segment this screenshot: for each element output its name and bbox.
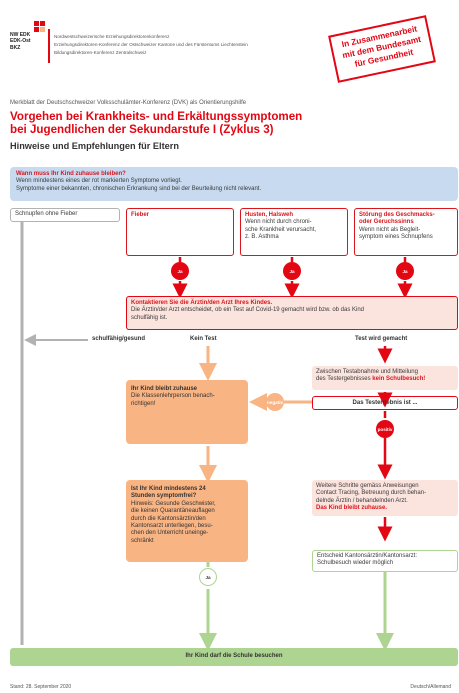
positive-circle: positiv <box>376 420 394 438</box>
symptom-free-box: Ist Ihr Kind mindestens 24 Stunden sympt… <box>126 480 248 562</box>
result-box: Das Testergebnis ist ... <box>312 396 458 410</box>
org-line-3: Bildungsdirektoren-Konferenz Zentralschw… <box>54 50 147 55</box>
header-divider <box>48 29 50 63</box>
yes-circle-smell: Ja <box>396 262 414 280</box>
symptom-free-title-2: Stunden symptomfrei? <box>131 493 197 500</box>
yes-circle-symptom-free: Ja <box>199 568 217 586</box>
waiting-line-2: des Testergebnisses kein Schulbesuch! <box>316 376 454 383</box>
symptom-free-text-5: chen den Unterricht uneinge- <box>131 530 209 537</box>
symptom-smell-text-2: symptom eines Schnupfens <box>359 234 433 241</box>
negative-circle: negativ <box>266 393 284 411</box>
title-line-1: Vorgehen bei Krankheits- und Erkältungss… <box>10 110 303 123</box>
footer-date: Stand: 28. September 2020 <box>10 684 72 690</box>
waiting-line-1: Zwischen Testabnahme und Mitteilung <box>316 369 418 375</box>
symptom-cold-label: Schnupfen ohne Fieber <box>15 211 78 217</box>
symptom-cough-text-2: sche Krankheit verursacht, <box>245 226 317 233</box>
logo-line-2: EDK-Ost <box>10 38 31 45</box>
waiting-line-2-text: des Testergebnisses <box>316 376 373 383</box>
stay-home-box: Ihr Kind bleibt zuhause Die Klassenlehrp… <box>126 380 248 444</box>
symptom-cough-title: Husten, Halsweh <box>245 212 294 218</box>
contact-text-2: schulfähig ist. <box>131 314 168 321</box>
contact-title: Kontaktieren Sie die Ärztin/den Arzt Ihr… <box>131 300 273 306</box>
footer-language: Deutsch/Allemand <box>410 684 451 690</box>
school-return-bar: Ihr Kind darf die Schule besuchen <box>10 648 458 666</box>
info-box: Wann muss Ihr Kind zuhause bleiben? Wenn… <box>10 167 458 201</box>
page-title: Vorgehen bei Krankheits- und Erkältungss… <box>10 110 450 136</box>
symptom-cough-text-1: Wenn nicht durch chroni- <box>245 219 312 226</box>
yes-circle-fever: Ja <box>171 262 189 280</box>
contact-doctor-box: Kontaktieren Sie die Ärztin/den Arzt Ihr… <box>126 296 458 330</box>
waiting-box: Zwischen Testabnahme und Mitteilung des … <box>312 366 458 390</box>
branch-no-test-label: Kein Test <box>190 336 217 342</box>
info-question: Wann muss Ihr Kind zuhause bleiben? <box>16 171 126 177</box>
symptom-smell-title-2: oder Geruchssinns <box>359 219 414 226</box>
intro-text: Merkblatt der Deutschschweizer Volksschu… <box>10 100 247 106</box>
branch-fit-label: schulfähig/gesund <box>92 336 146 342</box>
symptom-free-text-4: Kantonsarzt unterliegen, besu- <box>131 523 213 530</box>
cantonal-decision-box: Entscheid Kantonsärztin/Kantonsarzt: Sch… <box>312 550 458 572</box>
symptom-smell-title-1: Störung des Geschmacks- <box>359 212 435 218</box>
symptom-cough: Husten, Halsweh Wenn nicht durch chroni-… <box>240 208 348 256</box>
org-line-1: Nordwestschweizerische Erziehungsdirekto… <box>54 34 170 39</box>
steps-text-3: delnde Ärztin / behandelnden Arzt. <box>316 497 408 504</box>
stay-home-text-2: richtigen! <box>131 400 156 407</box>
symptom-cough-text-3: z. B. Asthma <box>245 234 279 241</box>
further-steps-box: Weitere Schritte gemäss Anweisungen Cont… <box>312 480 458 516</box>
stay-home-title: Ihr Kind bleibt zuhause <box>131 386 198 392</box>
symptom-fever: Fieber <box>126 208 234 256</box>
symptom-free-text-6: schränkt <box>131 537 154 544</box>
branch-test-label: Test wird gemacht <box>355 336 408 342</box>
page-subtitle: Hinweise und Empfehlungen für Eltern <box>10 141 179 151</box>
cantonal-line-2: Schulbesuch wieder möglich <box>317 560 394 567</box>
org-line-2: Erziehungsdirektoren-Konferenz der Ostsc… <box>54 42 248 47</box>
symptom-free-title-1: Ist Ihr Kind mindestens 24 <box>131 486 206 492</box>
symptom-fever-label: Fieber <box>131 212 150 218</box>
symptom-free-text-2: die keinen Quarantäneauflagen <box>131 508 215 515</box>
logo-line-1: NW EDK <box>10 32 31 38</box>
logo-mark <box>34 21 48 35</box>
title-line-2: bei Jugendlichen der Sekundarstufe I (Zy… <box>10 123 274 136</box>
info-line-2: Symptome einer bekannten, chronischen Er… <box>16 185 262 192</box>
symptom-free-text-1: Hinweis: Gesunde Geschwister, <box>131 500 216 507</box>
symptom-free-text-3: durch die Kantonsärztin/den <box>131 515 206 522</box>
logo-line-3: BKZ <box>10 44 21 51</box>
info-line-1: Wenn mindestens eines der rot markierten… <box>16 178 182 185</box>
result-label: Das Testergebnis ist ... <box>352 400 418 406</box>
logo: NW EDK EDK-Ost BKZ <box>10 21 46 51</box>
yes-circle-cough: Ja <box>283 262 301 280</box>
steps-stay-home: Das Kind bleibt zuhause. <box>316 505 388 512</box>
school-return-label: Ihr Kind darf die Schule besuchen <box>185 653 283 659</box>
symptom-smell: Störung des Geschmacks- oder Geruchssinn… <box>354 208 458 256</box>
steps-text-2: Contact Tracing, Betreuung durch behan- <box>316 490 427 497</box>
symptom-smell-text-1: Wenn nicht als Begleit- <box>359 226 421 233</box>
steps-text-1: Weitere Schritte gemäss Anweisungen <box>316 483 419 489</box>
contact-text-1: Die Ärztin/der Arzt entscheidet, ob ein … <box>131 307 365 314</box>
symptom-cold-no-fever: Schnupfen ohne Fieber <box>10 208 120 222</box>
stay-home-text-1: Die Klassenlehrperson benach- <box>131 393 215 400</box>
org-names: Nordwestschweizerische Erziehungsdirekto… <box>54 33 304 57</box>
waiting-no-school: kein Schulbesuch! <box>372 376 426 383</box>
cantonal-line-1: Entscheid Kantonsärztin/Kantonsarzt: <box>317 553 418 559</box>
